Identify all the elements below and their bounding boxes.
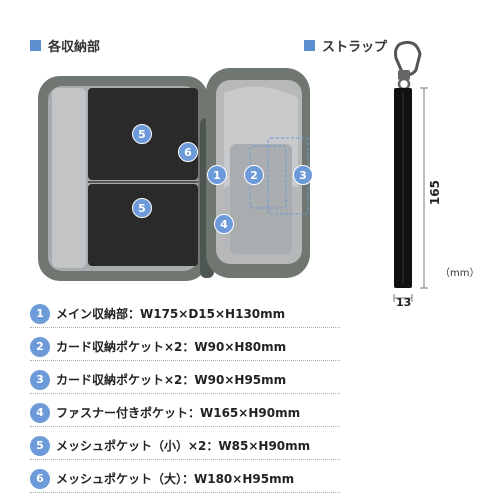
marker-3: 3 [293,165,313,185]
spec-list: 1 メイン収納部：W175×D15×H130mm 2 カード収納ポケット×2：W… [30,300,340,498]
spec-text: カード収納ポケット×2：W90×H80mm [56,340,287,354]
carabiner-clip-icon [394,40,422,91]
compartments-heading: 各収納部 [30,36,100,55]
strap-width-label: 13 [396,296,412,309]
unit-label: （mm） [440,268,480,279]
spec-row: 3 カード収納ポケット×2：W90×H95mm [30,366,340,394]
square-bullet-icon [30,40,41,51]
square-bullet-icon [304,40,315,51]
marker-2: 2 [244,165,264,185]
spec-text: メッシュポケット（大）：W180×H95mm [56,472,295,486]
bag-left-half [38,76,208,281]
marker-1: 1 [207,165,227,185]
compartments-title: 各収納部 [48,40,101,55]
spec-text: カード収納ポケット×2：W90×H95mm [56,373,287,387]
marker-4: 4 [214,214,234,234]
strap-length-label: 165 [428,180,442,206]
spec-text: メイン収納部：W175×D15×H130mm [56,307,286,321]
spec-number-badge: 5 [30,435,50,456]
spec-row: 2 カード収納ポケット×2：W90×H80mm [30,333,340,361]
strap-title: ストラップ [322,40,388,55]
spec-number-badge: 6 [30,468,50,489]
mesh-pocket-small [88,184,198,266]
spec-number-badge: 1 [30,303,50,324]
spec-text: ファスナー付きポケット：W165×H90mm [56,406,301,420]
spec-number-badge: 3 [30,369,50,390]
marker-5-upper: 5 [132,124,152,144]
spec-number-badge: 2 [30,336,50,357]
spec-row: 6 メッシュポケット（大）：W180×H95mm [30,465,340,493]
marker-6: 6 [178,142,198,162]
spec-row: 5 メッシュポケット（小）×2：W85×H90mm [30,432,340,460]
spec-text: メッシュポケット（小）×2：W85×H90mm [56,439,311,453]
spec-number-badge: 4 [30,402,50,423]
spec-row: 4 ファスナー付きポケット：W165×H90mm [30,399,340,427]
strap-heading: ストラップ [304,36,387,55]
zipper-pocket [230,144,292,254]
card-pocket-outline [267,137,309,215]
spec-row: 1 メイン収納部：W175×D15×H130mm [30,300,340,328]
bag-photo [38,68,310,281]
marker-5-lower: 5 [132,198,152,218]
strap-illustration [393,40,428,302]
